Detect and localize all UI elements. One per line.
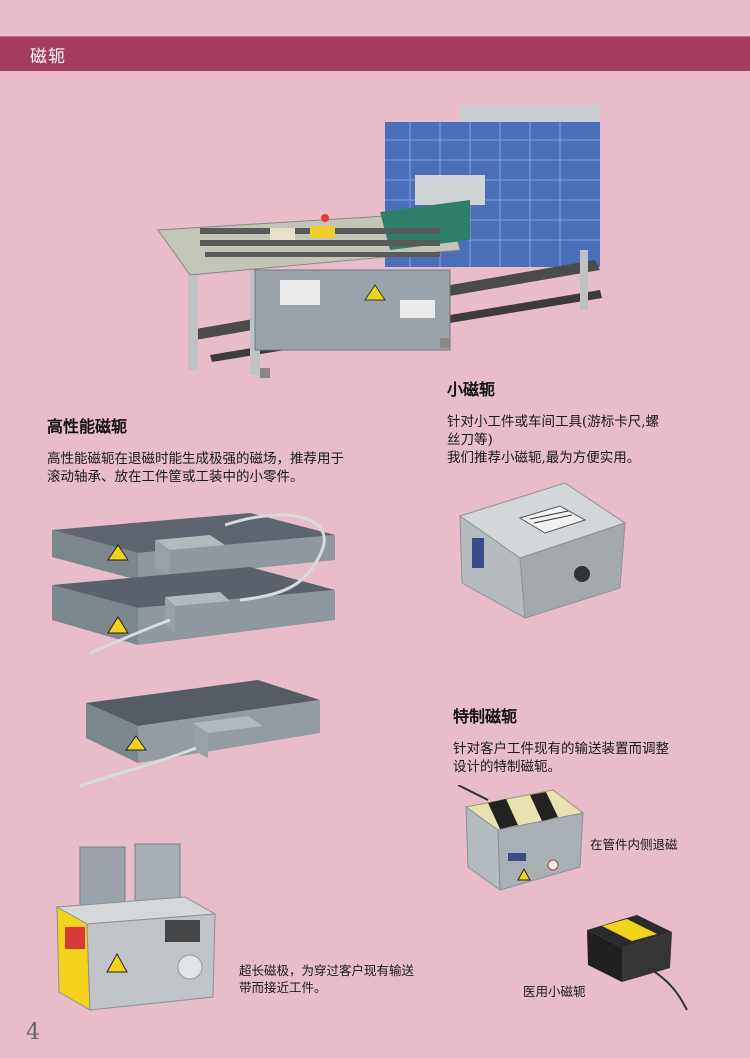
small-yoke-text-line-1: 针对小工件或车间工具(游标卡尺,螺 [447, 414, 660, 430]
long-pole-yoke-image [55, 843, 217, 1011]
custom-yoke-heading: 特制磁轭 [453, 707, 518, 726]
small-yoke-text-line-3: 我们推荐小磁轭,最为方便实用。 [447, 450, 641, 466]
single-yoke-image [79, 680, 320, 788]
conveyor-machine-image [157, 105, 602, 378]
custom-yoke-text-line-1: 针对客户工件现有的输送装置而调整 [453, 741, 669, 757]
high-performance-yoke-text-line-2: 滚动轴承、放在工件筐或工装中的小零件。 [47, 469, 304, 485]
high-performance-yoke-heading: 高性能磁轭 [47, 417, 128, 436]
long-pole-caption-line-2: 带而接近工件。 [239, 980, 327, 995]
page-number: 4 [26, 1020, 40, 1045]
pipe-yoke-image [458, 785, 585, 891]
header-bar [0, 36, 750, 71]
medical-yoke-caption: 医用小磁轭 [523, 984, 586, 999]
small-yoke-image [458, 482, 627, 619]
small-yoke-heading: 小磁轭 [447, 380, 496, 399]
small-yoke-text-line-2: 丝刀等) [447, 432, 493, 448]
page-title: 磁轭 [30, 47, 66, 67]
medical-yoke-image [587, 915, 688, 1011]
high-performance-yoke-text-line-1: 高性能磁轭在退磁时能生成极强的磁场，推荐用于 [47, 451, 344, 467]
long-pole-caption-line-1: 超长磁极，为穿过客户现有输送 [239, 963, 415, 978]
pipe-yoke-caption: 在管件内侧退磁 [590, 837, 678, 852]
stacked-yokes-image [52, 513, 335, 655]
custom-yoke-text-line-2: 设计的特制磁轭。 [453, 759, 561, 775]
